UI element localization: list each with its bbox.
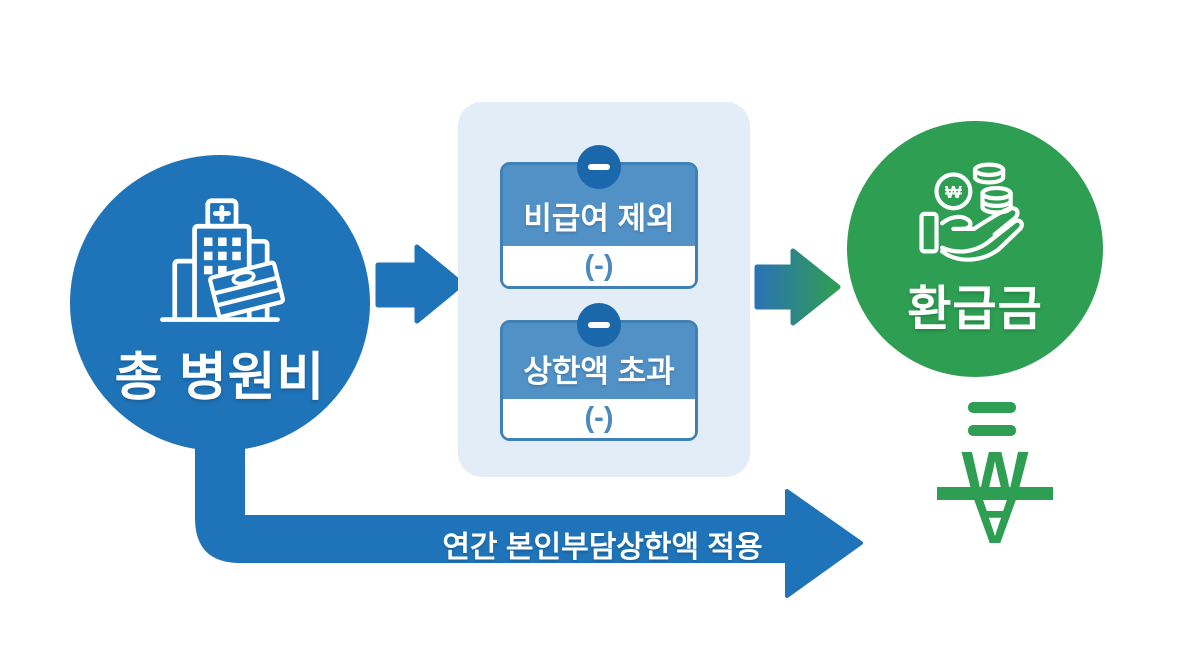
deduction-box-non-covered: 비급여 제외 (-) (500, 145, 698, 289)
deduction-box-value: (-) (503, 246, 695, 286)
refund-circle: ₩ 환급금 (847, 121, 1103, 377)
total-hospital-cost-label: 총 병원비 (114, 348, 326, 407)
refund-label: 환급금 (907, 283, 1043, 336)
bypass-arrow-label: 연간 본인부담상한액 적용 (442, 531, 763, 564)
minus-icon (577, 145, 621, 189)
total-hospital-cost-circle: 총 병원비 (70, 155, 370, 451)
flow-arrow-2 (754, 248, 841, 326)
deduction-panel: 비급여 제외 (-) 상한액 초과 (-) (458, 102, 750, 477)
coin-won-glyph: ₩ (945, 182, 962, 202)
deduction-box-value: (-) (503, 399, 695, 438)
won-strike-bar (937, 487, 1053, 500)
flow-arrow-1 (375, 244, 465, 324)
minus-icon (577, 303, 621, 347)
equals-icon (968, 402, 1016, 448)
hand-coins-icon: ₩ (914, 159, 1036, 265)
deduction-box-cap-excess: 상한액 초과 (-) (500, 303, 698, 441)
won-symbol: W A (935, 436, 1055, 555)
hospital-money-icon (145, 197, 295, 329)
bypass-arrow-shape (195, 393, 863, 598)
won-bottom-glyph: A (973, 486, 1018, 552)
